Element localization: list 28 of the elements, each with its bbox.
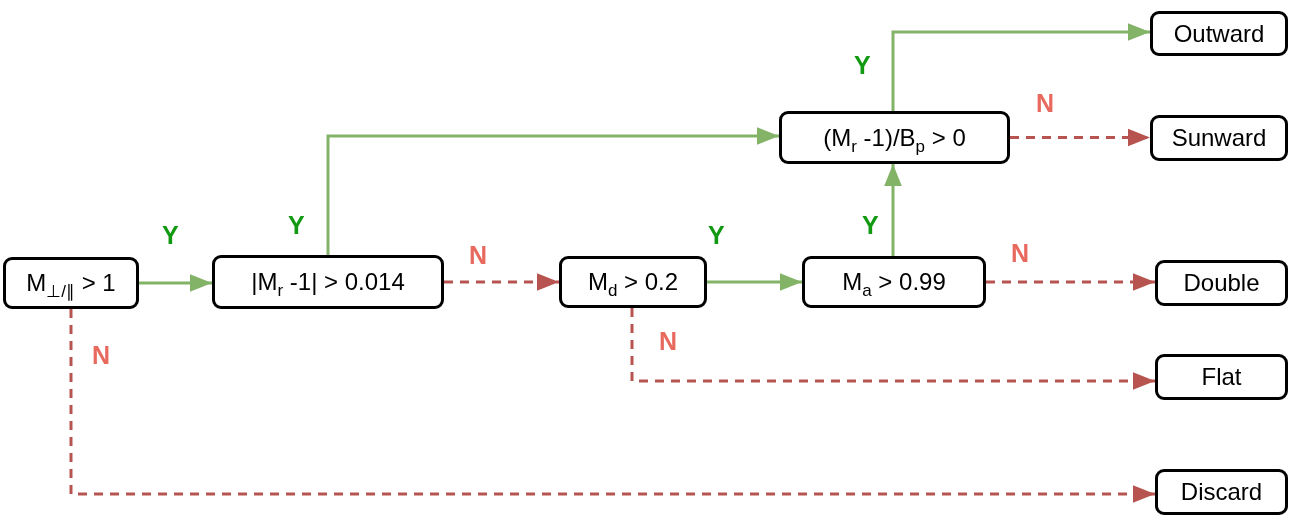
process-box — [1150, 115, 1288, 161]
process-box — [802, 256, 986, 308]
process-box — [1155, 354, 1288, 400]
condition-text: M$_{a}$ > 0.99 — [842, 268, 946, 296]
arrow — [986, 273, 1155, 291]
arrow — [630, 308, 1155, 390]
arrow — [69, 309, 1155, 503]
arrow — [326, 127, 779, 255]
process-box — [1150, 11, 1288, 56]
condition-text: Double — [1183, 269, 1260, 297]
process-box — [559, 256, 707, 308]
arrow — [884, 164, 902, 256]
process-box — [3, 257, 139, 309]
condition-text: Sunward — [1171, 124, 1267, 152]
process-box — [779, 111, 1010, 164]
arrow — [139, 274, 212, 292]
arrow — [444, 273, 559, 291]
condition-text: |M$_{r}$ -1| > 0.014 — [251, 268, 405, 296]
process-box — [1155, 260, 1288, 306]
condition-text: Flat — [1201, 363, 1242, 391]
condition-text: Outward — [1173, 19, 1265, 48]
arrow — [891, 23, 1150, 111]
condition-text: Discard — [1180, 478, 1263, 506]
arrow — [707, 273, 802, 291]
condition-text: M$_{d}$ > 0.2 — [587, 268, 679, 296]
arrow — [1010, 128, 1150, 147]
process-box — [212, 255, 444, 309]
process-box — [1155, 469, 1288, 515]
